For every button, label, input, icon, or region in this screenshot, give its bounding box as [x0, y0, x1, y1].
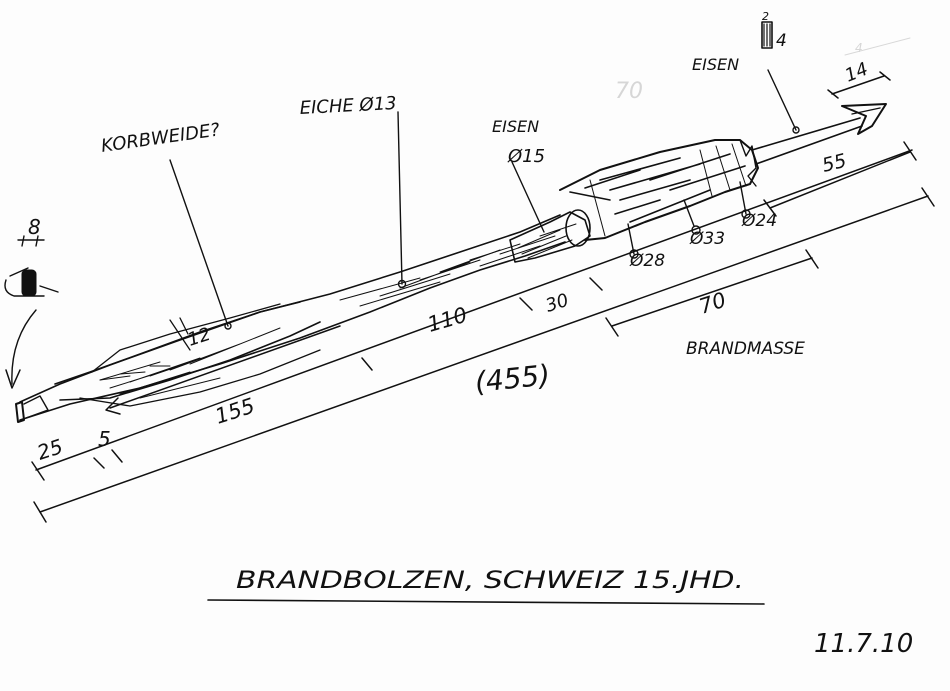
dimension-lines: [31, 71, 935, 523]
dim-28: Ø28: [629, 251, 665, 271]
iron-tip: [751, 103, 887, 165]
dim-12: 12: [185, 324, 213, 351]
dim-30: 30: [543, 290, 571, 317]
ghost-line: [844, 37, 911, 56]
ghost-mark-70: 70: [615, 79, 643, 104]
iron-ferrule: [509, 209, 591, 263]
ghost-mark-4: 4: [855, 41, 863, 55]
willow-binding: [54, 301, 321, 407]
dim-24: Ø24: [741, 211, 777, 231]
label-eisen-mid-dia: Ø15: [507, 146, 545, 167]
dim-33: Ø33: [689, 229, 725, 249]
dim-5: 5: [98, 427, 111, 451]
drawing-date: 11.7.10: [814, 629, 913, 659]
section-detail: [4, 235, 59, 297]
dim-4: 4: [776, 31, 787, 51]
dim-55: 55: [820, 150, 849, 177]
leader-lines: [5, 69, 800, 389]
title-underline: [207, 599, 765, 605]
dim-70: 70: [696, 288, 729, 319]
label-eisen-mid: EISEN: [492, 117, 539, 136]
dim-155: 155: [212, 394, 258, 429]
dim-total: (455): [473, 358, 551, 399]
incendiary-mass: [559, 139, 759, 241]
label-eiche: EICHE Ø13: [299, 93, 397, 119]
dim-8: 8: [28, 215, 41, 239]
label-eisen-top: EISEN: [692, 55, 739, 74]
nail-detail: [761, 21, 773, 49]
label-korbweide: KORBWEIDE?: [100, 119, 222, 157]
drawing-title: BRANDBOLZEN, SCHWEIZ 15.JHD.: [236, 566, 744, 594]
dim-2: 2: [762, 10, 769, 23]
bolt-nock: [15, 395, 49, 423]
label-brandmasse: BRANDMASSE: [686, 339, 805, 359]
dim-110: 110: [425, 303, 470, 337]
